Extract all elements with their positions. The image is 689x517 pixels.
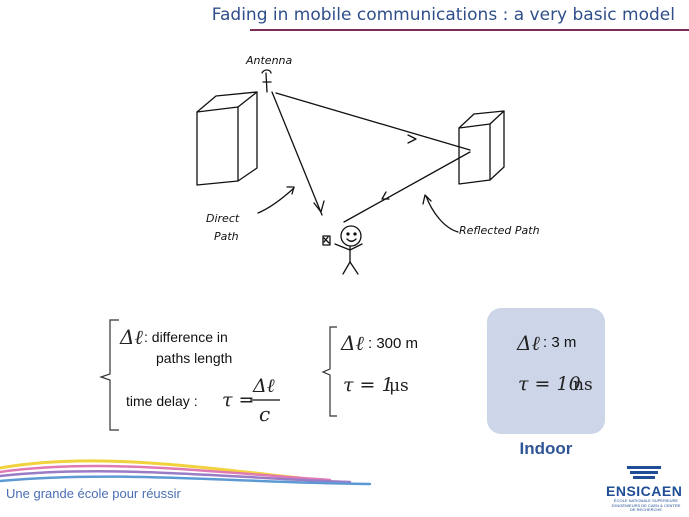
fraction-denominator: c [259,402,271,426]
outdoor-tau-lhs: τ = 1 [343,374,394,396]
direct-path-line [271,91,323,216]
indoor-label: Indoor [519,439,573,458]
reflected-path-line [343,151,471,223]
antenna-to-reflector-arrow [407,134,417,144]
general-delta-symbol: Δℓ [120,325,143,349]
outdoor-brace [321,326,337,417]
mobile-user-figure [322,225,363,275]
general-brace [99,319,119,431]
outdoor-tau-unit: μs [389,376,409,396]
time-delay-label: time delay : [126,393,198,409]
left-building [196,91,258,186]
title-underline [250,29,689,31]
outdoor-delta-value: : 300 m [368,335,419,352]
logo-name: ENSICAEN [606,483,683,499]
direct-path-label-line1: Direct [206,212,240,225]
general-delta-desc-line1: : difference in [144,329,228,345]
general-delta-desc-line2: paths length [156,350,233,366]
logo-subtitle: ÉCOLE NATIONALE SUPÉRIEURE D'INGÉNIEURS … [611,498,681,512]
outdoor-delta-symbol: Δℓ [341,331,364,355]
right-building [458,110,505,185]
antenna-label: Antenna [245,54,293,67]
footer-tagline: Une grande école pour réussir [6,486,181,501]
indoor-delta-symbol: Δℓ [517,331,540,355]
logo-mark-icon [627,466,661,479]
reflected-label-arrow [425,195,459,233]
antenna-to-reflector-line [275,92,471,151]
antenna-symbol [261,69,272,93]
indoor-tau-lhs: τ = 10 [518,373,581,395]
reflected-path-arrow [381,191,390,200]
direct-path-label-line2: Path [214,230,239,243]
direct-label-arrow [257,187,295,214]
reflected-path-label: Reflected Path [459,224,540,237]
indoor-highlight-box [487,308,605,434]
footer-swoosh [0,459,372,486]
general-tau-lhs: τ = [222,389,255,411]
slide-title: Fading in mobile communications : a very… [211,5,675,25]
indoor-delta-value: : 3 m [543,334,577,351]
indoor-tau-unit: ns [573,375,593,395]
fraction-numerator: Δℓ [253,375,275,397]
direct-path-arrow [313,200,325,213]
